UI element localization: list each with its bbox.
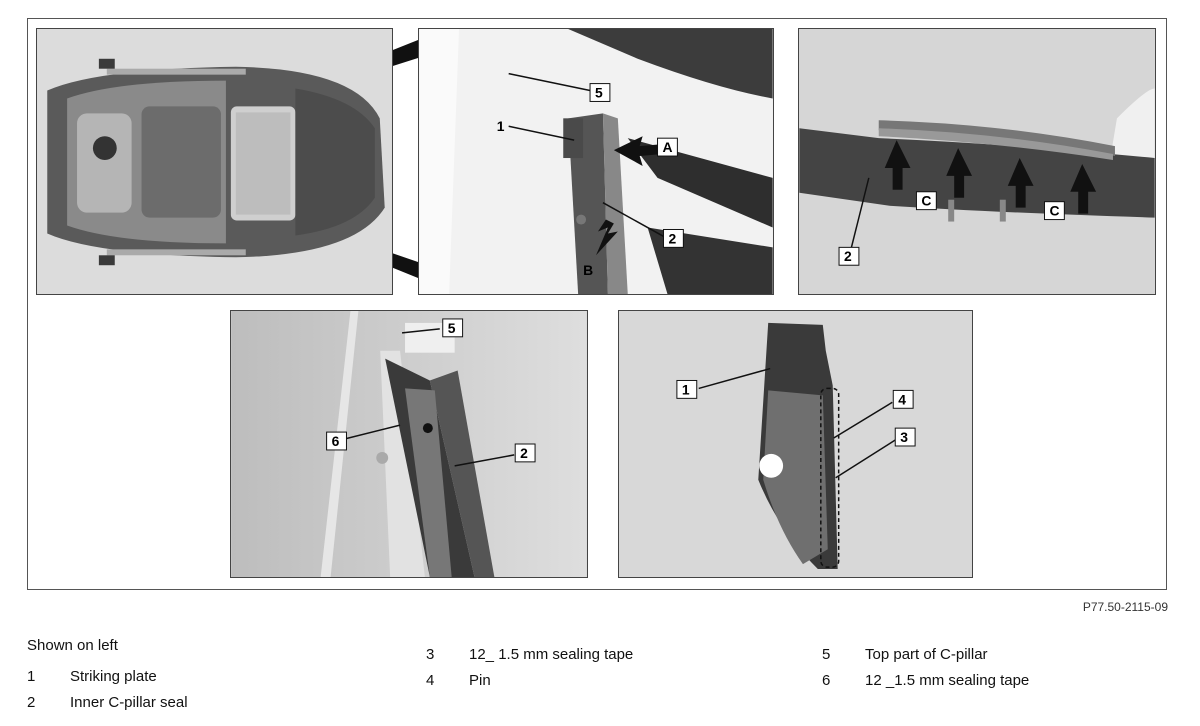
pillar-detail-illustration: 5 1 A 2 B — [419, 29, 773, 294]
figure-reference: P77.50-2115-09 — [1082, 600, 1168, 614]
legend-number: 3 — [426, 646, 435, 663]
legend-text: 12_ 1.5 mm sealing tape — [469, 646, 634, 663]
panel-seal-strip: C C 2 — [798, 28, 1156, 295]
legend-heading: Shown on left — [27, 637, 118, 654]
striking-plate-illustration: 1 4 3 — [619, 311, 972, 577]
legend-number: 5 — [822, 646, 831, 663]
panel-pillar-detail: 5 1 A 2 B — [418, 28, 774, 295]
car-top-view-illustration — [37, 29, 392, 294]
legend-text: Inner C-pillar seal — [70, 694, 188, 711]
legend-number: 4 — [426, 672, 435, 689]
callout-4: 4 — [898, 391, 906, 407]
callout-B: B — [583, 262, 593, 278]
panel-striking-plate: 1 4 3 — [618, 310, 973, 578]
callout-C-right: C — [1049, 203, 1059, 219]
callout-C-left: C — [921, 193, 931, 209]
callout-1: 1 — [682, 381, 690, 397]
callout-6: 6 — [332, 433, 340, 449]
legend-text: Striking plate — [70, 668, 157, 685]
callout-1: 1 — [497, 118, 505, 134]
legend-number: 6 — [822, 672, 831, 689]
callout-2: 2 — [520, 445, 528, 461]
legend-text: 12 _1.5 mm sealing tape — [865, 672, 1030, 689]
legend-text: Pin — [469, 672, 491, 689]
callout-2: 2 — [668, 230, 676, 246]
callout-5: 5 — [595, 84, 603, 100]
panel-seal-on-pillar: 5 6 2 — [230, 310, 588, 578]
panel-car-top-view — [36, 28, 393, 295]
legend-number: 2 — [27, 694, 36, 711]
callout-2: 2 — [844, 248, 852, 264]
callout-5: 5 — [448, 320, 456, 336]
seal-on-pillar-illustration: 5 6 2 — [231, 311, 587, 577]
callout-A: A — [662, 139, 672, 155]
callout-3: 3 — [900, 429, 908, 445]
legend-text: Top part of C-pillar — [865, 646, 988, 663]
legend-number: 1 — [27, 668, 36, 685]
seal-strip-illustration: C C 2 — [799, 29, 1155, 294]
